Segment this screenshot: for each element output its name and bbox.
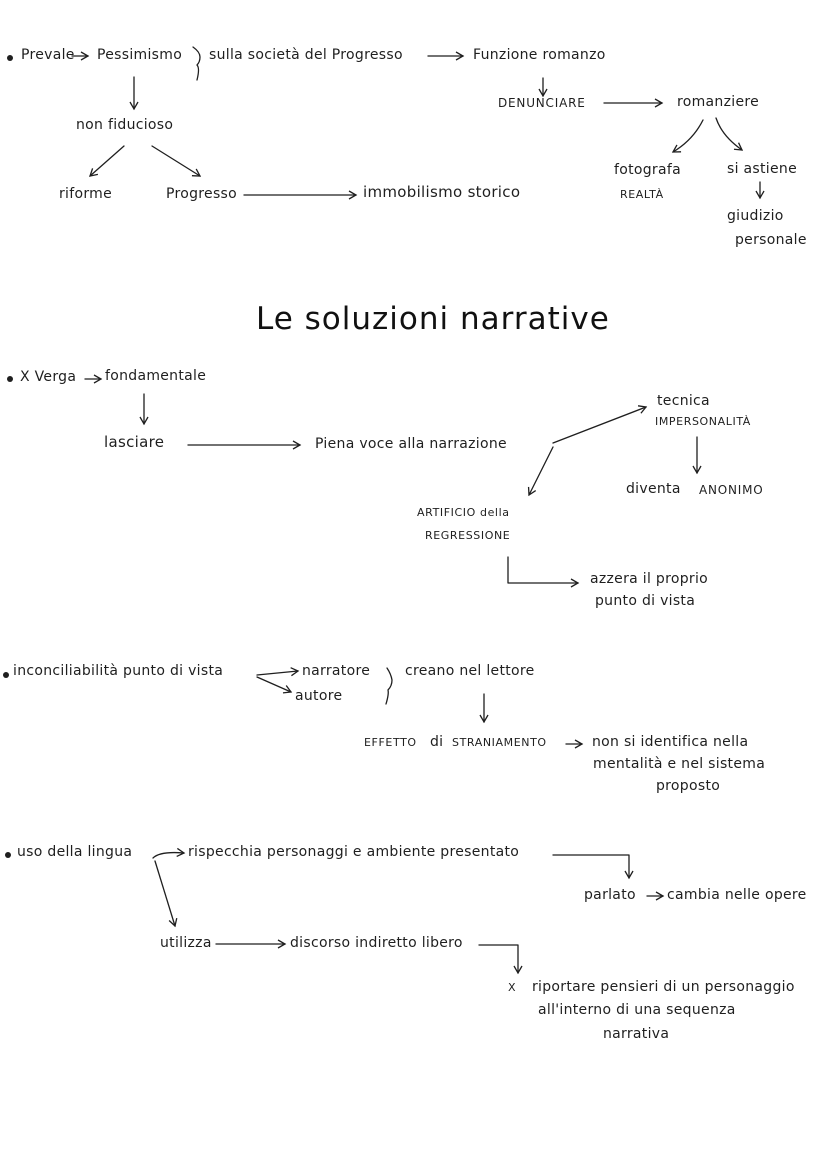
bullet-inconciliabilita <box>3 672 9 678</box>
regressione-label: REGRESSIONE <box>425 529 511 542</box>
arrow-to-artificio <box>527 446 554 497</box>
effetto-label: EFFETTO <box>364 736 417 749</box>
arrow-to-autore <box>256 676 293 694</box>
punto-vista-label: punto di vista <box>595 593 696 609</box>
utilizza-label: utilizza <box>160 935 212 951</box>
straniamento-label: STRANIAMENTO <box>452 736 547 749</box>
non-si-identifica-label: non si identifica nella <box>592 734 749 750</box>
arrow-regressione-azzera <box>507 556 580 588</box>
bullet-uso-lingua <box>5 852 11 858</box>
diventa-label: diventa <box>626 481 681 497</box>
page-title: Le soluzioni narrative <box>256 301 610 337</box>
arrow-to-fotografa <box>671 119 704 153</box>
si-astiene-label: si astiene <box>727 161 797 177</box>
brace-2 <box>385 667 393 705</box>
giudizio-label: giudizio <box>727 208 784 224</box>
arrow-to-progresso <box>151 145 202 177</box>
creano-label: creano nel lettore <box>405 663 535 679</box>
impersonalita-label: IMPERSONALITÀ <box>655 415 751 428</box>
narrativa-label: narrativa <box>603 1026 670 1042</box>
realta-label: REALTÀ <box>620 188 664 201</box>
sulla-societa-label: sulla società del Progresso <box>209 47 403 63</box>
autore-label: autore <box>295 688 343 704</box>
proposto-label: proposto <box>656 778 721 794</box>
inconciliabilita-label: inconciliabilità punto di vista <box>13 663 224 679</box>
denunciare-label: DENUNCIARE <box>498 96 586 110</box>
progresso-label: Progresso <box>166 186 238 202</box>
artificio-label: ARTIFICIO della <box>417 506 510 519</box>
brace-1 <box>192 46 201 81</box>
prevale-label: Prevale <box>21 47 75 63</box>
arrow-rispecchia-parlato <box>552 854 634 880</box>
immobilismo-label: immobilismo storico <box>363 183 521 201</box>
romanziere-label: romanziere <box>677 94 760 110</box>
arrow-to-si-astiene <box>715 117 744 151</box>
personale-label: personale <box>735 232 807 248</box>
riportare-label: riportare pensieri di un personaggio <box>532 979 795 995</box>
mentalita-label: mentalità e nel sistema <box>593 756 766 772</box>
pessimismo-label: Pessimismo <box>97 47 183 63</box>
allinterno-label: all'interno di una sequenza <box>538 1002 736 1018</box>
arrow-to-narratore <box>256 667 300 677</box>
rispecchia-label: rispecchia personaggi e ambiente present… <box>188 844 520 860</box>
anonimo-label: ANONIMO <box>699 483 764 497</box>
azzera-label: azzera il proprio <box>590 571 709 587</box>
non-fiducioso-label: non fiducioso <box>76 117 174 133</box>
arrow-discorso-riportare <box>478 944 523 975</box>
narratore-label: narratore <box>302 663 371 679</box>
fotografa-label: fotografa <box>614 162 681 178</box>
cambia-label: cambia nelle opere <box>667 887 807 903</box>
verga-label: X Verga <box>20 369 77 385</box>
lasciare-label: lasciare <box>104 433 165 451</box>
riforme-label: riforme <box>59 186 113 202</box>
funzione-romanzo-label: Funzione romanzo <box>473 47 606 63</box>
di-label: di <box>430 734 444 750</box>
arrow-to-tecnica <box>552 405 648 444</box>
arrow-uso-utilizza <box>154 860 178 928</box>
fondamentale-label: fondamentale <box>105 368 207 384</box>
arrow-to-riforme <box>89 145 125 177</box>
piena-voce-label: Piena voce alla narrazione <box>315 436 507 452</box>
x-label: X <box>508 981 517 994</box>
discorso-label: discorso indiretto libero <box>290 935 463 951</box>
arrow-uso-rispecchia <box>152 847 186 859</box>
tecnica-label: tecnica <box>657 393 710 409</box>
bullet-prevale <box>7 55 13 61</box>
bullet-verga <box>7 376 13 382</box>
uso-lingua-label: uso della lingua <box>17 844 133 860</box>
parlato-label: parlato <box>584 887 636 903</box>
